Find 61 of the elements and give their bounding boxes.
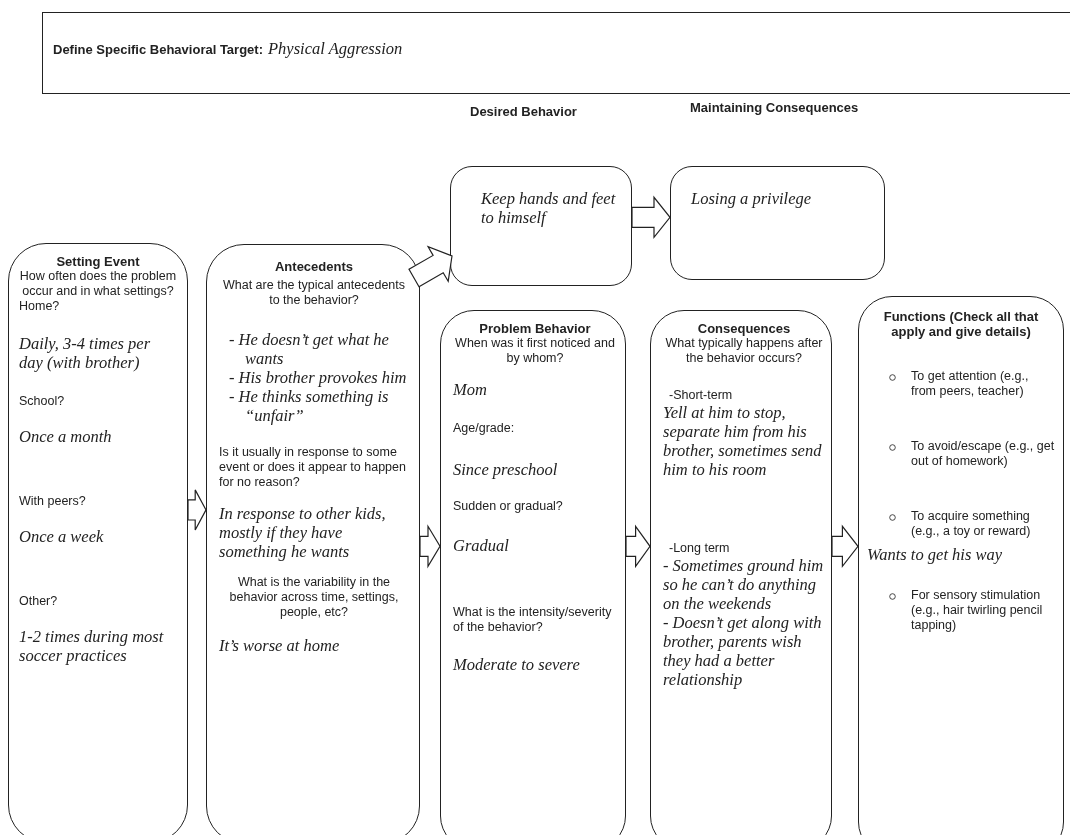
block-arrow [625,524,651,569]
question-text: What are the typical antecedents to the behavior? [221,278,407,308]
block-arrow [831,524,859,569]
handwritten-answer: Moderate to severe [453,655,581,674]
question-text: With peers? [19,494,87,509]
handwritten-answer: Losing a privilege [691,189,813,208]
question-text: When was it first noticed and by whom? [454,336,616,366]
handwritten-answer: Once a week [19,527,105,546]
checklist-option: To avoid/escape (e.g., get out of homework) [911,439,1055,469]
handwritten-answer: Physical Aggression [268,39,403,58]
handwritten-answer: 1-2 times during most soccer practices [19,627,165,665]
question-text: Is it usually in response to some event or does it appear to happen for no reason? [219,445,407,490]
handwritten-answer: Wants to get his way [867,545,1004,564]
field-label: -Long term [668,541,731,556]
handwritten-answer: Since preschool [453,460,559,479]
question-text: What typically happens after the behavior occurs? [664,336,824,366]
question-text: Other? [19,594,59,609]
handwritten-answer: - His brother provokes him [228,368,408,387]
rounded-box [858,296,1064,835]
rounded-box [650,310,832,835]
checklist-option: To get attention (e.g., from peers, teacher) [911,369,1055,399]
rounded-box [8,243,188,835]
column-heading: Desired Behavior [470,104,577,119]
handwritten-answer: Mom [453,380,488,399]
rounded-box [206,244,420,835]
rounded-box [670,166,885,280]
block-arrow [408,245,453,288]
question-text: Sudden or gradual? [453,499,564,514]
handwritten-answer: - Sometimes ground him so he can’t do anything on the weekends [663,556,825,613]
handwritten-answer: Once a month [19,427,113,446]
question-text: What is the variability in the behavior across time, settings, people, etc? [228,575,400,620]
field-label: Define Specific Behavioral Target: [53,42,263,57]
handwritten-answer: Gradual [453,536,510,555]
rounded-box [440,310,626,835]
handwritten-answer: Keep hands and feet to himself [481,189,617,227]
rounded-box [450,166,632,286]
handwritten-answer: In response to other kids, mostly if they have something he wants [219,504,387,561]
question-text: How often does the problem occur and in what settings? [19,269,177,299]
box-heading: Problem Behavior [478,321,592,336]
checklist-option: To acquire something (e.g., a toy or reward) [911,509,1055,539]
handwritten-answer: - He thinks something is “unfair” [228,387,390,425]
column-heading: Maintaining Consequences [690,100,859,115]
question-text: Age/grade: [453,421,516,436]
block-arrow [187,489,207,531]
field-label: -Short-term [668,388,734,403]
box-heading: Antecedents [274,259,354,274]
handwritten-answer: - Doesn’t get along with brother, parents wish they had a better relationship [663,613,823,689]
block-arrow [631,195,671,239]
box-heading: Functions (Check all that apply and give details) [882,309,1040,339]
question-text: What is the intensity/severity of the behavior? [453,605,613,635]
handwritten-answer: Daily, 3-4 times per day (with brother) [19,334,152,372]
question-text: School? [19,394,66,409]
block-arrow [419,524,441,569]
question-text: Home? [19,299,61,314]
box-heading: Consequences [696,321,792,336]
checklist-option: For sensory stimulation (e.g., hair twirling pencil tapping) [911,588,1055,633]
title-box [42,12,1070,94]
handwritten-answer: Yell at him to stop, separate him from his brother, sometimes send him to his room [663,403,823,479]
handwritten-answer: - He doesn’t get what he wants [228,330,390,368]
handwritten-answer: It’s worse at home [219,636,341,655]
box-heading: Setting Event [55,254,141,269]
